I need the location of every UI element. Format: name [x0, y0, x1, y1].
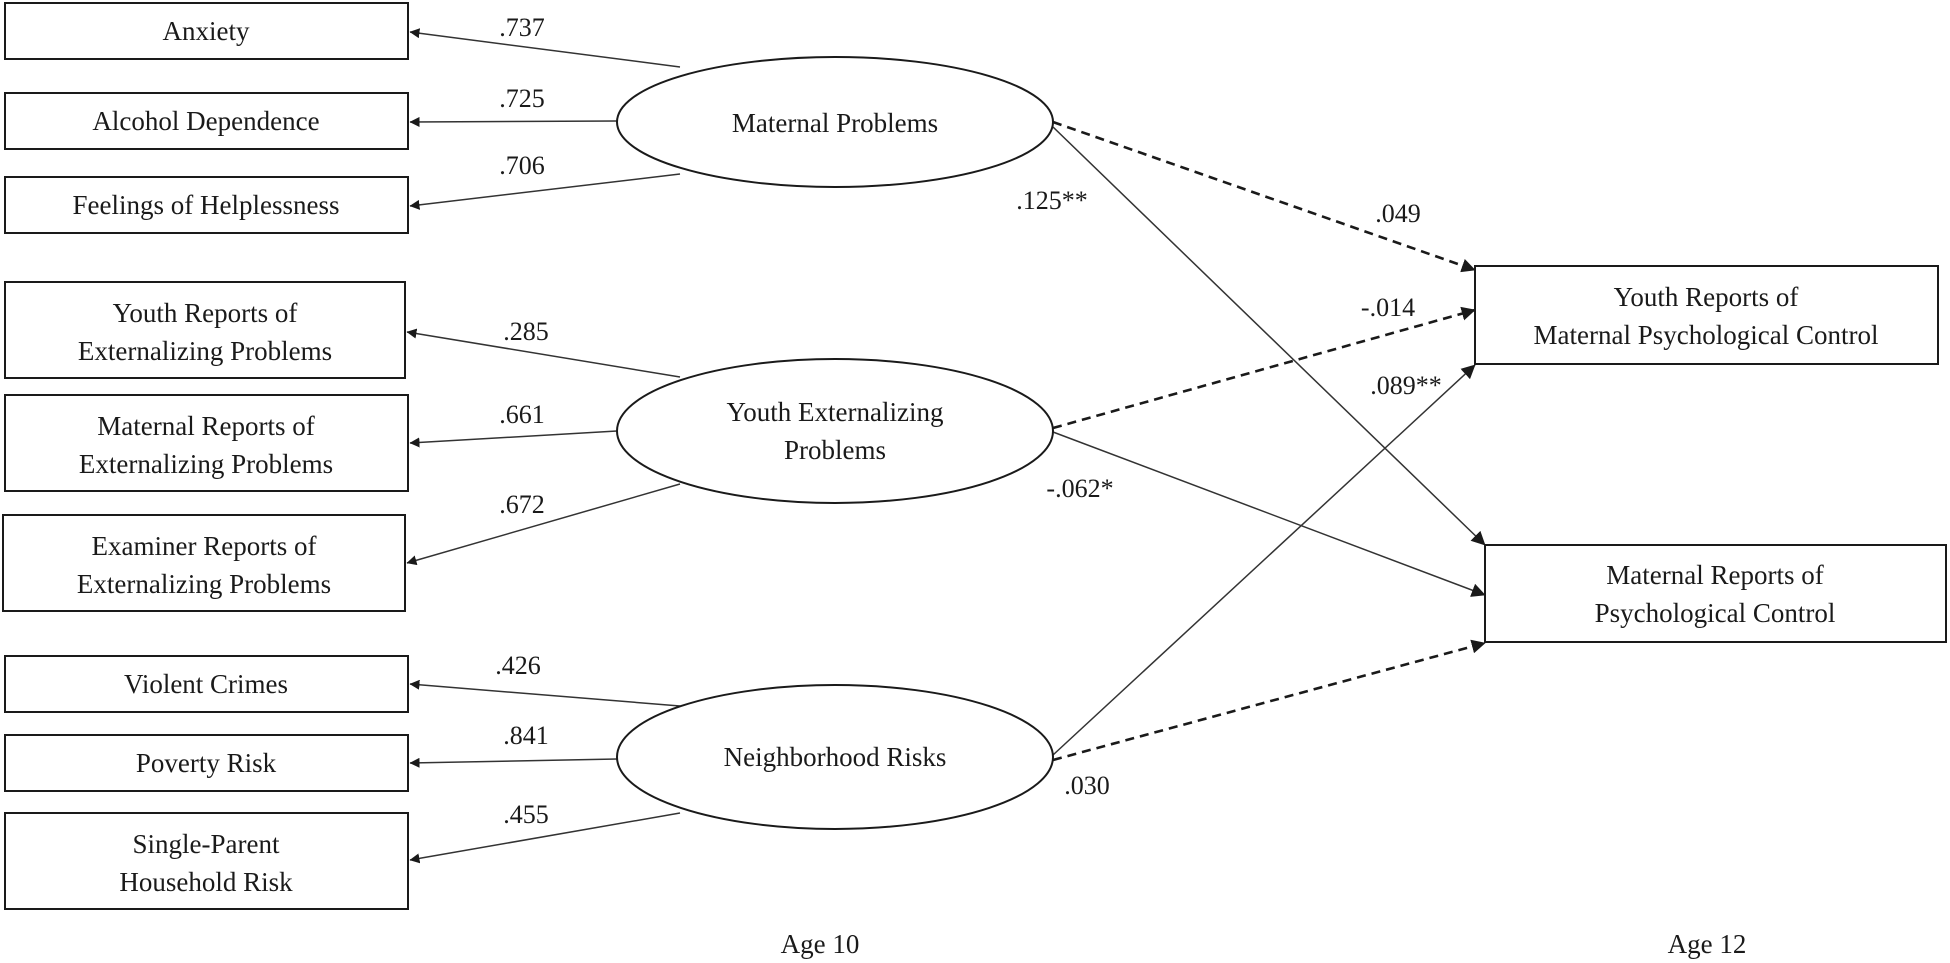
indicator-youth-ext-line1: Youth Reports of	[113, 298, 298, 328]
indicator-single-parent: Single-Parent Household Risk	[4, 812, 409, 910]
path-maternal-to-maternal-reports	[1052, 126, 1486, 546]
indicator-helplessness: Feelings of Helplessness	[4, 176, 409, 234]
indicator-anxiety: Anxiety	[4, 2, 409, 60]
loading-arrow-single-parent	[409, 812, 681, 864]
indicator-alcohol: Alcohol Dependence	[4, 92, 409, 150]
latent-youth-externalizing: Youth Externalizing Problems	[616, 358, 1054, 504]
indicator-maternal-ext: Maternal Reports of Externalizing Proble…	[4, 394, 409, 492]
loading-single-parent-value: .455	[503, 800, 549, 829]
loading-arrow-violent	[409, 679, 681, 707]
path-maternal-to-maternal-value: .125**	[1016, 186, 1088, 215]
age-right-label: Age 12	[1668, 929, 1747, 959]
indicator-anxiety-label: Anxiety	[163, 16, 250, 46]
indicator-single-parent-line1: Single-Parent	[133, 829, 280, 859]
loading-arrow-examiner-ext	[406, 483, 681, 566]
path-youth-to-youth-reports	[1052, 306, 1476, 430]
indicator-helplessness-label: Feelings of Helplessness	[73, 190, 340, 220]
path-youth-to-youth-value: -.014	[1361, 293, 1415, 322]
path-neigh-to-youth-value: .089**	[1370, 371, 1442, 400]
indicator-poverty: Poverty Risk	[4, 734, 409, 792]
path-maternal-to-youth-value: .049	[1375, 199, 1421, 228]
loading-arrow-anxiety	[409, 28, 681, 68]
outcome-youth-reports: Youth Reports of Maternal Psychological …	[1474, 265, 1939, 365]
outcome-maternal-reports-line1: Maternal Reports of	[1606, 560, 1823, 590]
loading-examiner-ext-value: .672	[499, 490, 545, 519]
latent-maternal-problems: Maternal Problems	[616, 56, 1054, 188]
age-left-label: Age 10	[781, 929, 860, 959]
loading-poverty-value: .841	[503, 721, 549, 750]
path-youth-to-maternal-value: -.062*	[1046, 474, 1113, 503]
indicator-violent-label: Violent Crimes	[124, 669, 288, 699]
outcome-maternal-reports-line2: Psychological Control	[1595, 598, 1836, 628]
loading-arrow-youth-ext	[406, 328, 681, 378]
indicator-alcohol-label: Alcohol Dependence	[92, 106, 319, 136]
latent-neighborhood-risks: Neighborhood Risks	[616, 684, 1054, 830]
loading-arrow-poverty	[409, 757, 618, 768]
latent-youth-externalizing-line2: Problems	[784, 435, 886, 465]
indicator-youth-ext: Youth Reports of Externalizing Problems	[4, 281, 406, 379]
latent-youth-externalizing-line1: Youth Externalizing	[727, 397, 944, 427]
loading-alcohol-value: .725	[499, 84, 545, 113]
indicator-poverty-label: Poverty Risk	[136, 748, 277, 778]
path-youth-to-maternal-reports	[1052, 431, 1486, 597]
indicator-examiner-ext-line1: Examiner Reports of	[92, 531, 317, 561]
outcome-maternal-reports: Maternal Reports of Psychological Contro…	[1484, 544, 1947, 643]
loading-helplessness-value: .706	[499, 151, 545, 180]
path-neigh-to-maternal-value: .030	[1064, 771, 1110, 800]
indicator-examiner-ext: Examiner Reports of Externalizing Proble…	[2, 514, 406, 612]
indicator-youth-ext-line2: Externalizing Problems	[78, 336, 332, 366]
indicator-violent: Violent Crimes	[4, 655, 409, 713]
loading-arrow-helplessness	[409, 173, 681, 210]
loading-violent-value: .426	[495, 651, 541, 680]
loading-maternal-ext-value: .661	[499, 400, 545, 429]
loading-arrow-alcohol	[409, 116, 618, 127]
loading-arrow-maternal-ext	[409, 430, 618, 448]
loading-anxiety-value: .737	[499, 13, 545, 42]
path-maternal-to-youth-reports	[1052, 120, 1476, 273]
latent-maternal-problems-label: Maternal Problems	[732, 108, 938, 138]
path-neigh-to-maternal-reports	[1052, 639, 1486, 762]
indicator-examiner-ext-line2: Externalizing Problems	[77, 569, 331, 599]
indicator-single-parent-line2: Household Risk	[119, 867, 293, 897]
path-neigh-to-youth-reports	[1052, 364, 1476, 756]
loading-youth-ext-value: .285	[503, 317, 549, 346]
latent-neighborhood-risks-label: Neighborhood Risks	[724, 742, 947, 772]
outcome-youth-reports-line1: Youth Reports of	[1614, 282, 1799, 312]
indicator-maternal-ext-line2: Externalizing Problems	[79, 449, 333, 479]
outcome-youth-reports-line2: Maternal Psychological Control	[1534, 320, 1879, 350]
indicator-maternal-ext-line1: Maternal Reports of	[97, 411, 314, 441]
